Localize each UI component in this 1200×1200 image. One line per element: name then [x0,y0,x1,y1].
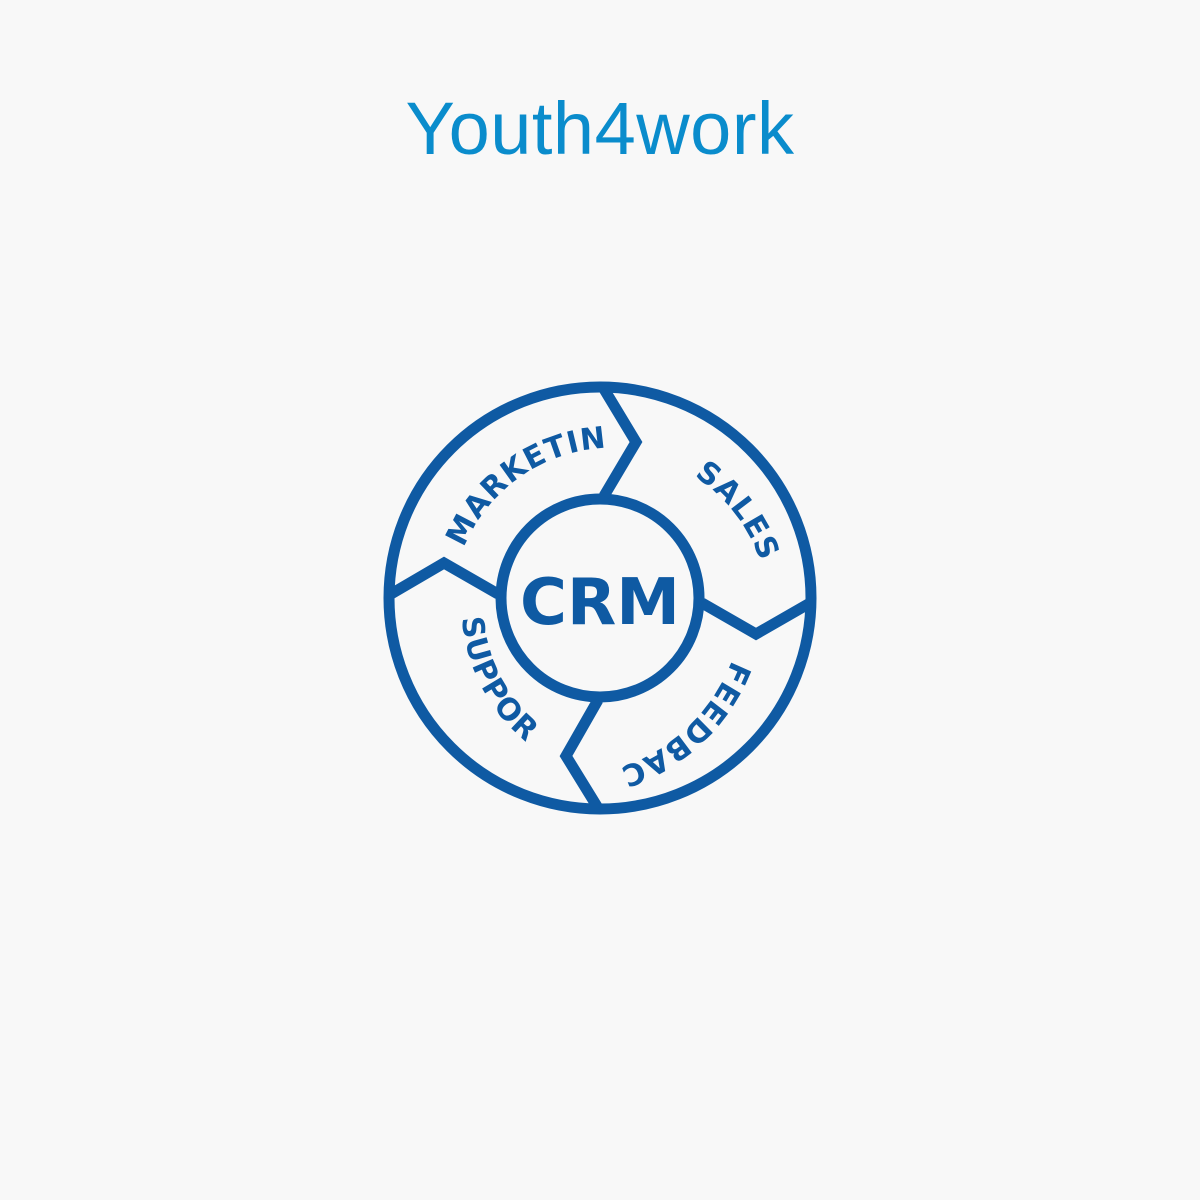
outer-ring [383,381,817,815]
divider-sales-feedback [699,598,813,641]
divider-feedback-support [559,697,603,811]
center-label: CRM [520,566,680,640]
divider-marketing-sales [599,386,643,499]
segment-label-support: SUPPORT [0,0,545,748]
divider-support-marketing [388,556,501,599]
brand-title: Youth4work [405,87,795,170]
segment-label-marketing: MARKETING [0,0,608,551]
inner-ring [495,493,705,703]
